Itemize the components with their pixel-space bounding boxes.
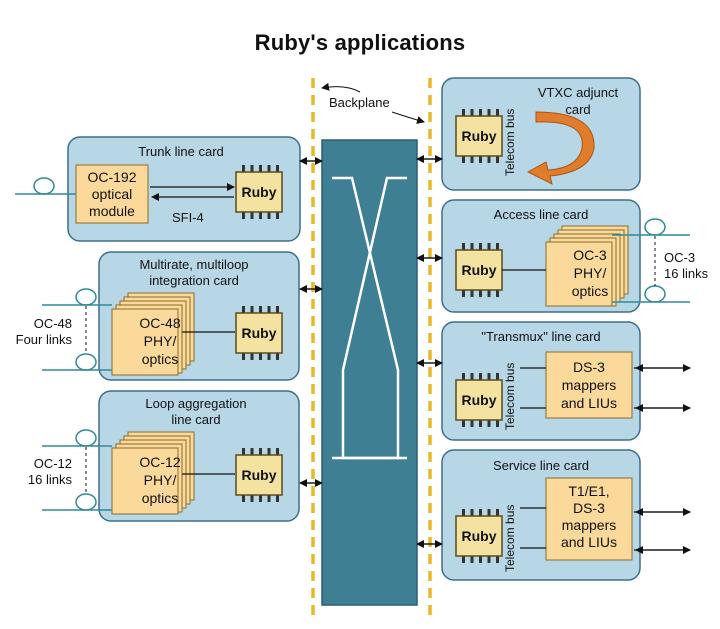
svg-text:Service line card: Service line card	[493, 458, 589, 473]
ruby-chip-trunk: Ruby	[235, 165, 283, 219]
svg-text:Four links: Four links	[16, 332, 73, 347]
svg-text:DS-3: DS-3	[573, 500, 605, 516]
svg-text:OC-12: OC-12	[139, 454, 180, 470]
vtxc-adjunct-card	[441, 77, 641, 191]
telecom-bus-label-transmux: Telecom bus	[503, 363, 517, 430]
oc3-links-label: OC-3	[664, 250, 695, 265]
oc48-links-label: OC-48	[34, 316, 72, 331]
svg-text:mappers: mappers	[562, 377, 616, 393]
svg-text:PHY/: PHY/	[144, 472, 177, 488]
diagram-title: Ruby's applications	[254, 30, 466, 55]
svg-text:and LIUs: and LIUs	[561, 395, 617, 411]
ruby-chip-access: Ruby	[455, 243, 503, 297]
svg-text:optical: optical	[92, 186, 132, 202]
svg-text:optics: optics	[142, 490, 179, 506]
svg-text:PHY/: PHY/	[574, 265, 607, 281]
loopback-arrow-icon	[526, 111, 595, 185]
telecom-bus-label-vtxc: Telecom bus	[503, 109, 517, 176]
svg-text:PHY/: PHY/	[144, 333, 177, 349]
svg-text:optics: optics	[142, 351, 179, 367]
svg-text:Loop aggregation: Loop aggregation	[145, 396, 246, 411]
svg-text:line card: line card	[171, 412, 220, 427]
svg-text:Ruby: Ruby	[242, 184, 277, 200]
telecom-bus-label-service: Telecom bus	[503, 505, 517, 572]
svg-text:VTXC adjunct: VTXC adjunct	[538, 85, 619, 100]
backplane-label: Backplane	[329, 95, 390, 110]
svg-text:DS-3: DS-3	[573, 359, 605, 375]
svg-text:Ruby: Ruby	[242, 467, 277, 483]
svg-text:Ruby: Ruby	[242, 325, 277, 341]
svg-text:T1/E1,: T1/E1,	[568, 483, 609, 499]
svg-text:optics: optics	[572, 283, 609, 299]
svg-text:16 links: 16 links	[664, 266, 709, 281]
ruby-chip-loop: Ruby	[235, 448, 283, 502]
trunk-card-title: Trunk line card	[138, 144, 224, 159]
oc12-module: OC-12 PHY/ optics	[111, 431, 195, 515]
ds3-module	[545, 351, 633, 419]
ruby-chip-multirate: Ruby	[235, 306, 283, 360]
svg-text:Ruby: Ruby	[462, 528, 497, 544]
backplane-switch	[321, 139, 418, 606]
ruby-chip-service: Ruby	[455, 509, 503, 563]
svg-text:"Transmux" line card: "Transmux" line card	[481, 329, 600, 344]
oc192-module	[75, 164, 149, 224]
svg-text:mappers: mappers	[562, 517, 616, 533]
ruby-chip-vtxc: Ruby	[455, 109, 503, 163]
oc48-module: OC-48 PHY/ optics	[111, 292, 195, 376]
svg-text:OC-48: OC-48	[139, 315, 180, 331]
sfi4-label: SFI-4	[172, 210, 204, 225]
svg-text:OC-192: OC-192	[87, 169, 136, 185]
svg-text:Ruby: Ruby	[462, 262, 497, 278]
t1e1-ds3-module	[545, 477, 633, 561]
svg-text:module: module	[89, 203, 135, 219]
svg-text:Multirate, multiloop: Multirate, multiloop	[139, 257, 248, 272]
svg-text:OC-3: OC-3	[573, 247, 607, 263]
backplane-connections	[299, 155, 443, 548]
svg-text:card: card	[565, 102, 590, 117]
oc12-links-label: OC-12	[34, 456, 72, 471]
fiber-connector-trunk	[33, 177, 55, 195]
svg-text:and LIUs: and LIUs	[561, 534, 617, 550]
svg-text:Ruby: Ruby	[462, 128, 497, 144]
svg-text:Ruby: Ruby	[462, 392, 497, 408]
oc3-module: OC-3 PHY/ optics	[545, 225, 629, 307]
svg-text:16 links: 16 links	[28, 472, 73, 487]
svg-text:integration card: integration card	[149, 273, 239, 288]
ruby-chip-transmux: Ruby	[455, 373, 503, 427]
svg-text:Access line card: Access line card	[494, 207, 589, 222]
